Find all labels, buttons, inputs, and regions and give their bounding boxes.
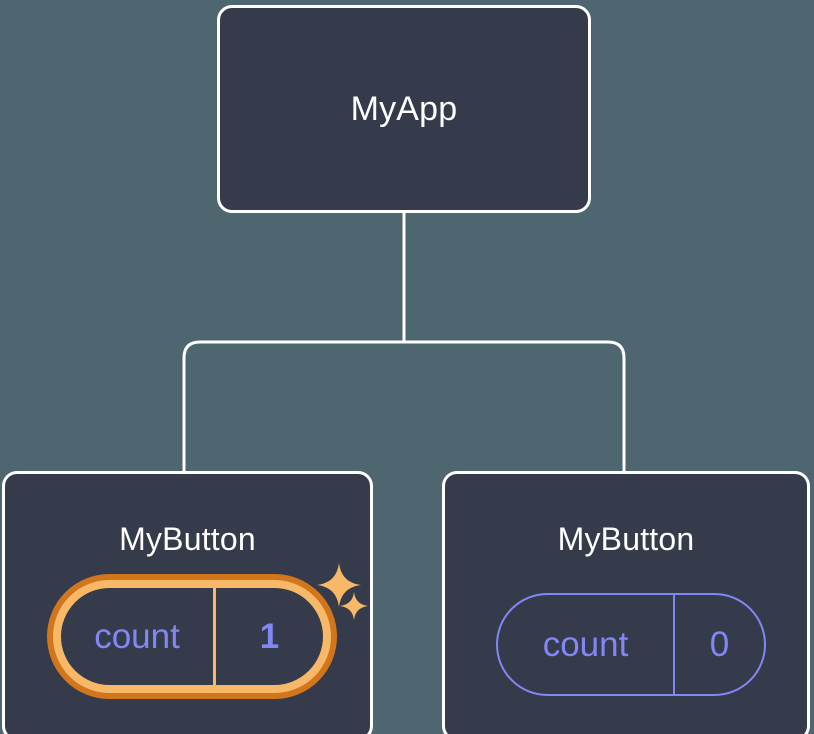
state-pill-left-inner-ring: count 1	[53, 580, 331, 693]
node-myapp[interactable]: MyApp	[217, 5, 591, 213]
state-key-right: count	[542, 624, 629, 664]
node-mybutton-right[interactable]: MyButton count 0	[442, 471, 810, 734]
state-pill-right[interactable]: count 0	[496, 593, 766, 696]
node-mybutton-left-label: MyButton	[119, 521, 256, 557]
state-pill-left[interactable]: count 1	[47, 574, 337, 699]
node-myapp-label: MyApp	[350, 90, 458, 128]
node-mybutton-left[interactable]: MyButton count 1	[2, 471, 373, 734]
state-value-right: 0	[673, 595, 764, 694]
state-pill-left-outer-ring	[47, 574, 337, 699]
node-mybutton-right-label: MyButton	[557, 521, 695, 557]
state-key-left: count	[94, 616, 180, 656]
connector-branch-bar	[182, 340, 626, 471]
state-value-left: 1	[213, 588, 323, 685]
